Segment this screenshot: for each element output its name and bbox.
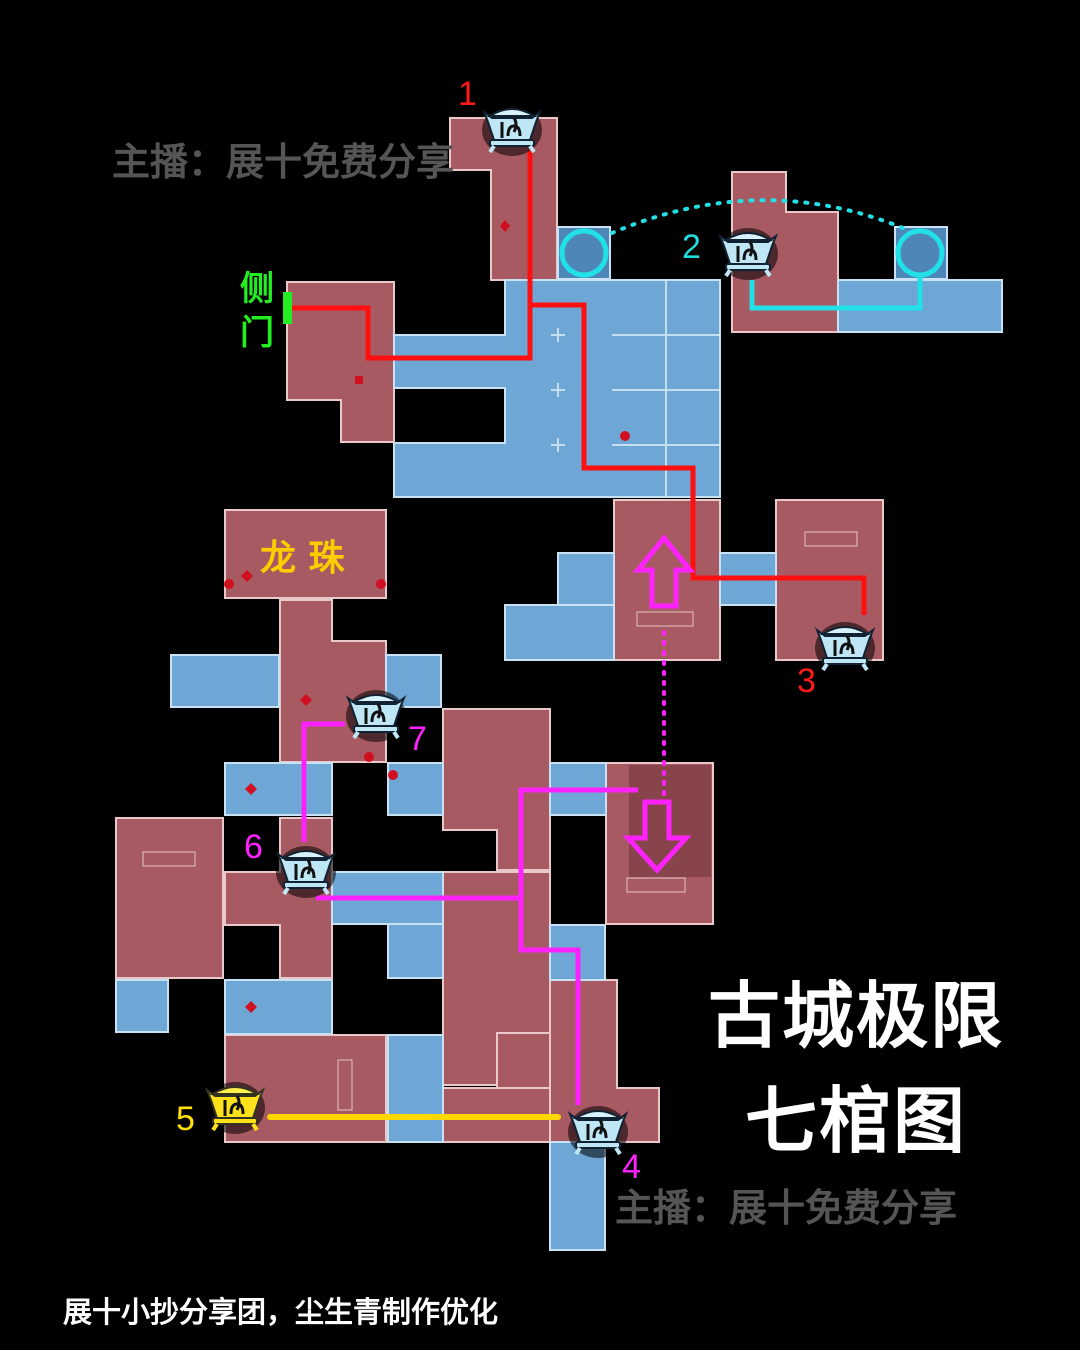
red-gem-icon <box>376 579 386 589</box>
room-stair-left-tower <box>557 226 611 280</box>
coffin-7-icon[interactable] <box>344 688 408 744</box>
room-center-mid <box>496 1032 551 1089</box>
coffin-3-number: 3 <box>797 662 816 700</box>
red-gem-icon <box>300 694 312 706</box>
room-coffin6-east-2 <box>387 923 444 979</box>
route-cyan <box>749 276 923 311</box>
coffin-1-icon[interactable] <box>480 102 544 158</box>
room-west-corridor-5 <box>387 1034 444 1143</box>
side-door-marker[interactable] <box>283 292 292 324</box>
side-door-label-2: 门 <box>240 313 274 353</box>
item-markers <box>224 220 630 1013</box>
room-dragon-orb <box>224 509 387 599</box>
coffin-4-number: 4 <box>622 1148 641 1186</box>
room-lower-left-2 <box>224 979 333 1035</box>
side-door-label-1: 侧 <box>240 269 274 309</box>
route-magenta-main <box>316 787 638 1105</box>
coffin-2-icon[interactable] <box>716 226 780 282</box>
red-gem-icon <box>620 431 630 441</box>
coffin-5-icon[interactable] <box>203 1080 267 1136</box>
room-coffin-2 <box>731 171 839 333</box>
room-west-of-center-2 <box>504 604 615 661</box>
route-magenta-top <box>301 721 345 842</box>
room-lower-left <box>115 979 169 1033</box>
room-left-pair <box>170 654 280 708</box>
red-gem-icon <box>388 770 398 780</box>
coffin-2-number: 2 <box>682 228 701 266</box>
coffin-6-number: 6 <box>244 828 263 866</box>
red-gem-icon <box>241 570 253 582</box>
watermark-top: 主播：展十免费分享 <box>112 140 455 184</box>
room-below-7 <box>224 762 333 816</box>
map-title-line2: 七棺图 <box>745 1079 968 1163</box>
room-small-red-dot <box>387 762 444 816</box>
room-right-of-7 <box>385 654 442 708</box>
coffin-7-number: 7 <box>408 720 427 758</box>
room-south-of-4 <box>549 1141 606 1251</box>
map-title-line1: 古城极限 <box>708 974 1005 1058</box>
red-gem-icon <box>364 752 374 762</box>
floor-grid <box>551 280 720 497</box>
coffin-5-number: 5 <box>176 1100 195 1138</box>
arrow-up-icon <box>632 534 696 609</box>
coffin-1-number: 1 <box>458 75 477 113</box>
room-stair-right-tower <box>894 226 948 280</box>
red-gem-icon <box>224 579 234 589</box>
watermark-bottom: 主播：展十免费分享 <box>615 1186 958 1230</box>
dragon-orb-label: 龙 珠 <box>260 538 346 579</box>
portal-left[interactable] <box>559 228 609 278</box>
coffin-4-icon[interactable] <box>566 1104 630 1160</box>
red-gem-icon <box>500 220 510 232</box>
stair-marks <box>142 531 858 1111</box>
red-gem-icon <box>245 1001 257 1013</box>
room-coffin-6 <box>224 817 333 979</box>
coffin-numbers: 1 2 3 4 5 6 7 <box>176 75 816 1186</box>
coffin-3-icon[interactable] <box>813 620 877 676</box>
credits-footer: 展十小抄分享团，尘生青制作优化 <box>63 1295 499 1329</box>
portal-right[interactable] <box>895 228 945 278</box>
arrow-down-icon <box>622 799 692 874</box>
red-gem-icon <box>245 783 257 795</box>
route-red <box>290 150 867 615</box>
room-west-of-center <box>557 552 615 606</box>
coffin-6-icon[interactable] <box>274 844 338 900</box>
room-left-stairs <box>115 817 224 979</box>
red-gem-icon <box>355 376 363 384</box>
